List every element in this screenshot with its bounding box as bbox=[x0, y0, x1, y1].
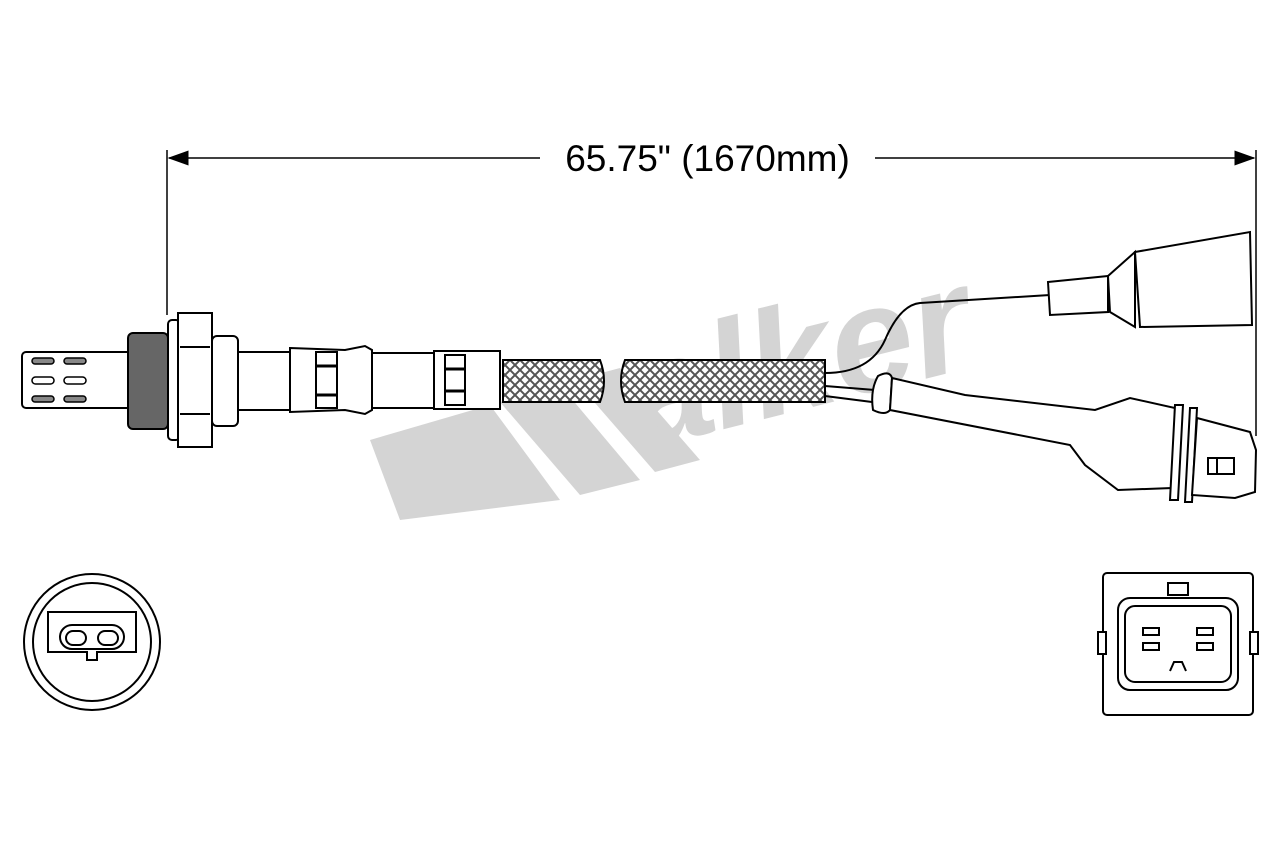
braid-segment-left bbox=[502, 359, 605, 403]
boot-large bbox=[888, 376, 1177, 492]
sensor-end-view bbox=[23, 573, 161, 711]
tube-2 bbox=[371, 352, 435, 409]
svg-text:alker: alker bbox=[607, 231, 995, 481]
boot-small bbox=[1046, 274, 1109, 317]
grommet bbox=[871, 372, 894, 414]
crimp-sleeve-2 bbox=[433, 350, 501, 410]
braid-segment-right bbox=[620, 359, 826, 403]
black-wire-lead bbox=[824, 230, 1254, 374]
tube bbox=[237, 351, 291, 411]
sensor-body bbox=[21, 312, 501, 448]
overall-length-dimension bbox=[166, 150, 1257, 436]
connector-1 bbox=[1133, 230, 1254, 329]
connector-face-view bbox=[1097, 572, 1259, 716]
braided-cable bbox=[502, 359, 826, 403]
dimension-label: 65.75" (1670mm) bbox=[540, 137, 875, 181]
hex-nut bbox=[177, 312, 213, 448]
gray-wire-lead bbox=[824, 372, 1258, 503]
collar bbox=[211, 335, 239, 427]
sensor-thread bbox=[127, 332, 169, 430]
